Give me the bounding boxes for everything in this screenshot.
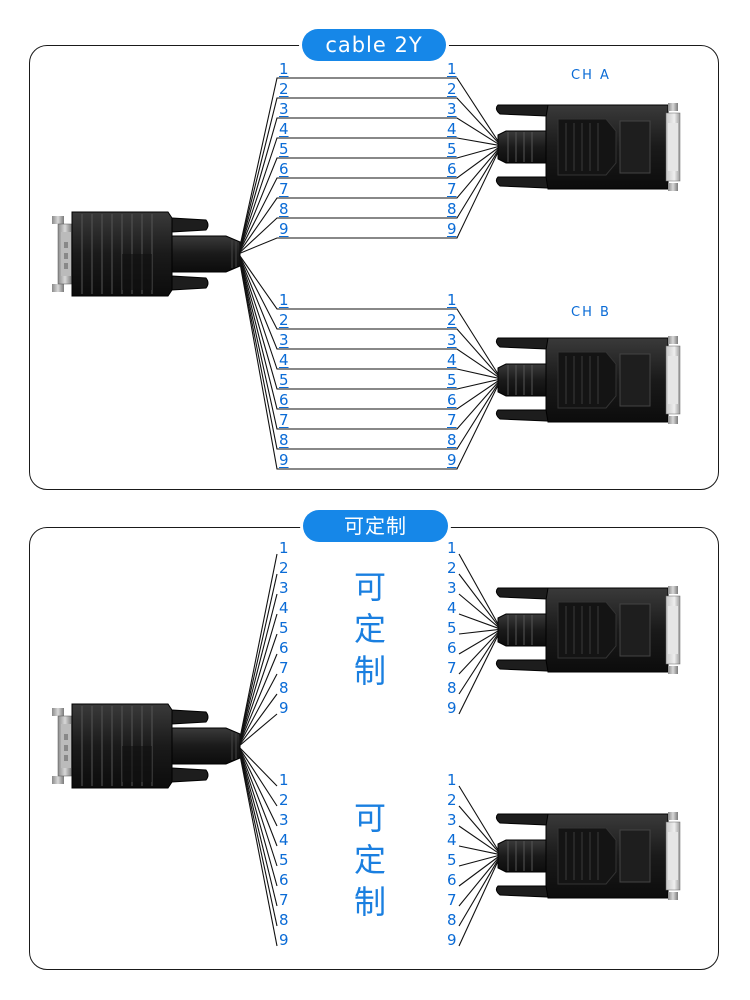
pin-left-upper-1: 1: [279, 539, 289, 557]
pin-right-lower-2: 2: [447, 791, 457, 809]
customizable-badge: 可定制: [303, 510, 448, 542]
pin-right-upper-2: 2: [447, 559, 457, 577]
pin-right-b-1: 1: [447, 291, 457, 309]
pin-left-b-9: 9: [279, 451, 289, 469]
custom-char-upper-2: 定: [354, 610, 387, 648]
pin-left-upper-5: 5: [279, 619, 289, 637]
pin-right-b-6: 6: [447, 391, 457, 409]
ch-b-label: CH B: [571, 305, 611, 320]
pin-right-a-7: 7: [447, 180, 457, 198]
pin-left-b-3: 3: [279, 331, 289, 349]
pin-left-lower-4: 4: [279, 831, 289, 849]
pin-right-upper-3: 3: [447, 579, 457, 597]
pin-left-a-5: 5: [279, 140, 289, 158]
pin-left-upper-6: 6: [279, 639, 289, 657]
pin-right-upper-5: 5: [447, 619, 457, 637]
pin-right-lower-1: 1: [447, 771, 457, 789]
pin-right-upper-8: 8: [447, 679, 457, 697]
pin-right-b-4: 4: [447, 351, 457, 369]
pin-left-upper-3: 3: [279, 579, 289, 597]
pin-right-b-9: 9: [447, 451, 457, 469]
pin-left-a-9: 9: [279, 220, 289, 238]
pin-right-a-8: 8: [447, 200, 457, 218]
pin-left-b-1: 1: [279, 291, 289, 309]
pin-left-lower-9: 9: [279, 931, 289, 949]
pin-left-lower-3: 3: [279, 811, 289, 829]
pin-right-upper-9: 9: [447, 699, 457, 717]
custom-char-lower-1: 可: [354, 799, 387, 837]
pin-left-upper-8: 8: [279, 679, 289, 697]
pin-right-upper-6: 6: [447, 639, 457, 657]
pin-right-a-4: 4: [447, 120, 457, 138]
pin-right-lower-6: 6: [447, 871, 457, 889]
pin-left-lower-7: 7: [279, 891, 289, 909]
pin-right-a-5: 5: [447, 140, 457, 158]
pin-right-a-3: 3: [447, 100, 457, 118]
pin-left-a-7: 7: [279, 180, 289, 198]
pin-left-b-5: 5: [279, 371, 289, 389]
pin-left-a-4: 4: [279, 120, 289, 138]
pin-left-a-8: 8: [279, 200, 289, 218]
pin-right-lower-8: 8: [447, 911, 457, 929]
top-diagram-panel: [29, 45, 719, 490]
pin-left-lower-5: 5: [279, 851, 289, 869]
pin-left-lower-8: 8: [279, 911, 289, 929]
pin-right-upper-7: 7: [447, 659, 457, 677]
pin-left-upper-4: 4: [279, 599, 289, 617]
pin-right-a-6: 6: [447, 160, 457, 178]
pin-right-a-2: 2: [447, 80, 457, 98]
pin-left-a-3: 3: [279, 100, 289, 118]
pin-right-b-5: 5: [447, 371, 457, 389]
cable-2y-badge: cable 2Y: [302, 29, 446, 61]
pin-left-upper-9: 9: [279, 699, 289, 717]
pin-left-upper-2: 2: [279, 559, 289, 577]
pin-right-b-7: 7: [447, 411, 457, 429]
custom-char-lower-3: 制: [354, 883, 387, 921]
pin-right-b-3: 3: [447, 331, 457, 349]
pin-left-b-6: 6: [279, 391, 289, 409]
custom-char-upper-1: 可: [354, 568, 387, 606]
pin-left-lower-1: 1: [279, 771, 289, 789]
pin-right-a-9: 9: [447, 220, 457, 238]
pin-left-a-1: 1: [279, 60, 289, 78]
pin-right-b-8: 8: [447, 431, 457, 449]
pin-left-b-7: 7: [279, 411, 289, 429]
pin-right-lower-9: 9: [447, 931, 457, 949]
pin-left-a-2: 2: [279, 80, 289, 98]
ch-a-label: CH A: [571, 68, 611, 83]
pin-right-upper-4: 4: [447, 599, 457, 617]
pin-left-b-2: 2: [279, 311, 289, 329]
pin-left-a-6: 6: [279, 160, 289, 178]
custom-char-lower-2: 定: [354, 841, 387, 879]
pin-right-b-2: 2: [447, 311, 457, 329]
pin-right-lower-5: 5: [447, 851, 457, 869]
pin-right-a-1: 1: [447, 60, 457, 78]
pin-left-lower-2: 2: [279, 791, 289, 809]
pin-right-lower-4: 4: [447, 831, 457, 849]
pin-left-b-4: 4: [279, 351, 289, 369]
pin-right-lower-3: 3: [447, 811, 457, 829]
pin-left-lower-6: 6: [279, 871, 289, 889]
pin-left-b-8: 8: [279, 431, 289, 449]
pin-right-lower-7: 7: [447, 891, 457, 909]
pin-right-upper-1: 1: [447, 539, 457, 557]
pin-left-upper-7: 7: [279, 659, 289, 677]
custom-char-upper-3: 制: [354, 652, 387, 690]
